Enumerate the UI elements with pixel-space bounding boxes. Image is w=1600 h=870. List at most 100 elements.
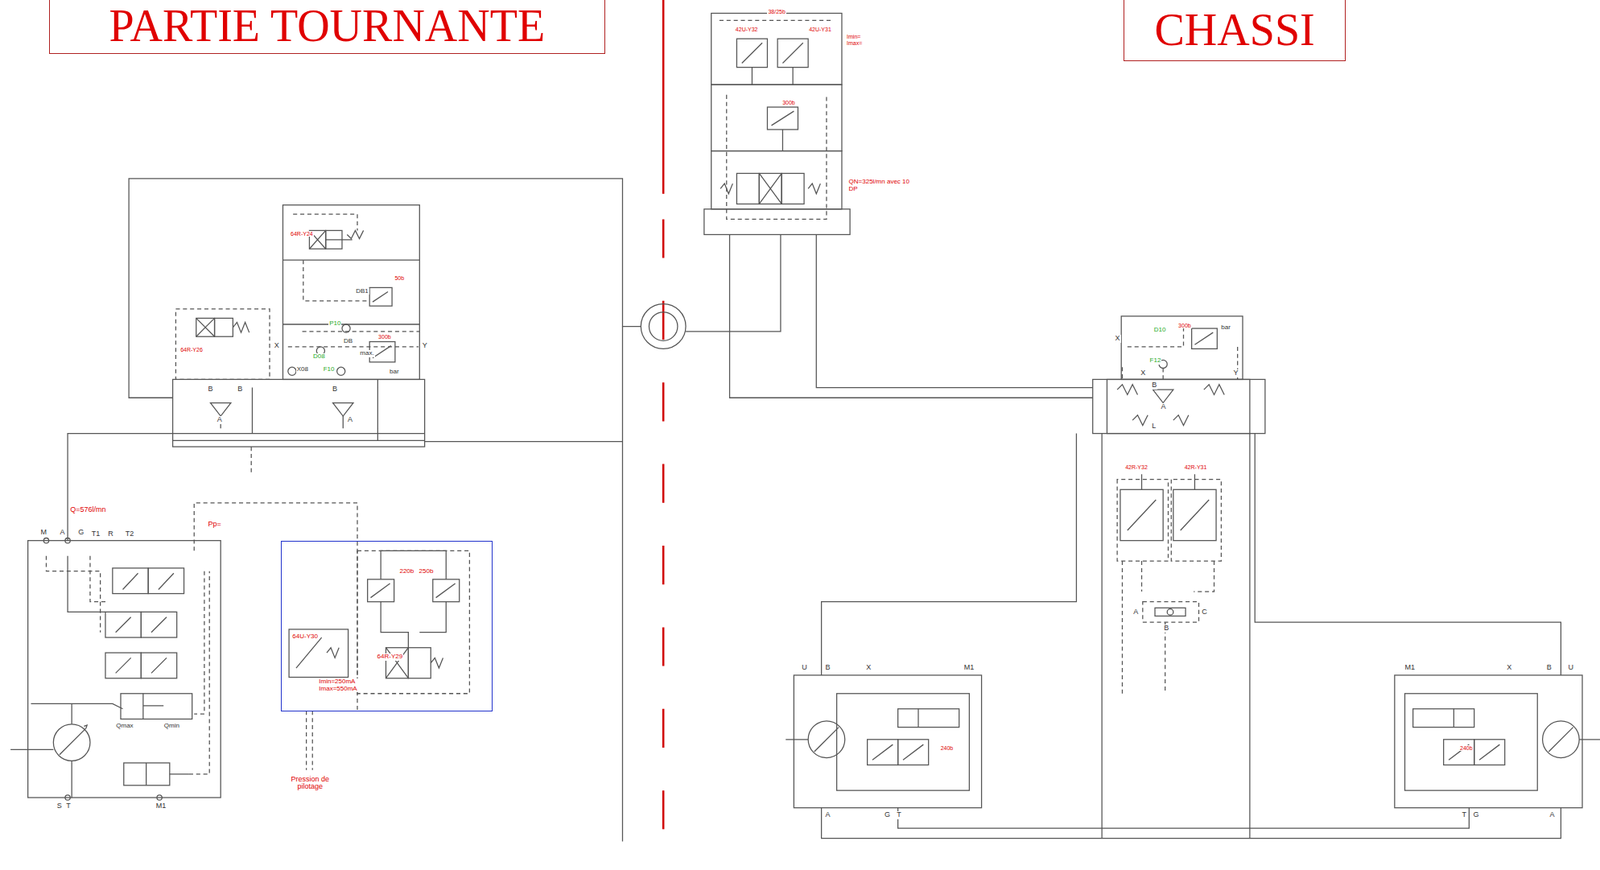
component-callout: QN=325l/mn avec 10 DP bbox=[848, 178, 912, 194]
port-name: R bbox=[107, 530, 115, 539]
component-callout: 38/25b bbox=[767, 8, 786, 16]
schematic-line bbox=[370, 583, 390, 598]
schematic-line bbox=[711, 84, 842, 151]
port-name: Qmax bbox=[115, 722, 134, 730]
schematic-line bbox=[1413, 709, 1475, 728]
schematic-line bbox=[65, 795, 71, 800]
schematic-line bbox=[367, 579, 395, 603]
port-name: X bbox=[273, 342, 281, 351]
schematic-line bbox=[380, 550, 446, 648]
schematic-line bbox=[342, 324, 351, 333]
schematic-line bbox=[30, 703, 123, 798]
schematic-line bbox=[408, 647, 431, 679]
schematic-line bbox=[288, 629, 349, 678]
schematic-line bbox=[821, 433, 1077, 676]
component-callout: 300b bbox=[781, 99, 796, 107]
schematic-line bbox=[662, 218, 665, 870]
component-callout: 42U-Y32 bbox=[734, 26, 759, 33]
schematic-line bbox=[10, 725, 87, 755]
schematic-line bbox=[115, 573, 174, 673]
schematic-line bbox=[337, 367, 346, 376]
rotating-part bbox=[10, 178, 686, 842]
schematic-line bbox=[898, 808, 1470, 829]
schematic-line bbox=[1448, 744, 1500, 760]
schematic-line bbox=[711, 12, 842, 85]
component-callout: Pp= bbox=[206, 520, 222, 529]
schematic-line bbox=[1121, 560, 1214, 694]
component-callout: 50b bbox=[393, 275, 405, 282]
port-name: X08 bbox=[296, 366, 310, 374]
valve-label: Imin=250mA Imax=550mA bbox=[317, 678, 361, 693]
schematic-line bbox=[432, 579, 460, 603]
schematic-line bbox=[128, 178, 641, 398]
test-point-name: D10 bbox=[1153, 326, 1168, 335]
valve-group-box: 64U-Y30Imin=250mA Imax=550mA220b250b64R-… bbox=[280, 540, 494, 712]
schematic-line bbox=[821, 808, 1562, 839]
schematic-line bbox=[67, 556, 106, 613]
valve-label: 250b bbox=[418, 568, 435, 576]
schematic-line bbox=[436, 583, 456, 598]
component-callout: 240b bbox=[1459, 745, 1474, 752]
schematic-line bbox=[369, 287, 392, 306]
schematic-line bbox=[742, 42, 804, 85]
schematic-line bbox=[288, 367, 297, 376]
port-name: T bbox=[65, 802, 72, 811]
schematic-line bbox=[898, 709, 960, 728]
schematic-line bbox=[1121, 316, 1243, 380]
port-name: X bbox=[865, 663, 872, 673]
schematic-line bbox=[156, 795, 162, 800]
port-name: Qmin bbox=[163, 722, 181, 730]
port-name: G bbox=[1472, 811, 1481, 820]
schematic-line bbox=[648, 312, 677, 341]
schematic-line bbox=[65, 537, 71, 543]
port-name: B bbox=[1162, 624, 1170, 633]
port-name: A bbox=[1549, 811, 1556, 820]
schematic-line bbox=[372, 291, 388, 302]
schematic-line bbox=[288, 214, 420, 347]
test-point-name: F12 bbox=[1149, 357, 1163, 365]
schematic-line bbox=[771, 111, 795, 151]
component-callout: Pression de pilotage bbox=[279, 775, 341, 792]
port-name: DB1 bbox=[354, 288, 370, 296]
port-name: M bbox=[39, 528, 48, 537]
schematic-line bbox=[1117, 479, 1221, 561]
port-name: T1 bbox=[90, 530, 102, 539]
port-name: S bbox=[56, 802, 63, 811]
schematic-line bbox=[781, 173, 805, 204]
section-title: CHASSI bbox=[1154, 7, 1316, 53]
schematic-line bbox=[309, 230, 343, 249]
schematic-line bbox=[357, 550, 470, 693]
schematic-line bbox=[872, 744, 924, 760]
port-name: X bbox=[1114, 334, 1122, 343]
schematic-line bbox=[424, 441, 623, 442]
schematic-line bbox=[1548, 727, 1600, 752]
port-name: L bbox=[1150, 422, 1157, 431]
schematic-line bbox=[816, 234, 1093, 388]
component-callout: 300b bbox=[1177, 322, 1192, 330]
port-name: B bbox=[1546, 663, 1553, 673]
schematic-line bbox=[385, 647, 443, 679]
schematic-line bbox=[1101, 433, 1250, 839]
port-name: X bbox=[1139, 369, 1147, 378]
port-name: bar bbox=[388, 368, 400, 376]
schematic-line bbox=[1106, 379, 1250, 433]
schematic-line bbox=[282, 205, 420, 380]
port-name: A bbox=[1160, 403, 1168, 412]
schematic-line bbox=[720, 173, 821, 204]
schematic-line bbox=[173, 379, 425, 447]
component-callout: 240b bbox=[940, 745, 955, 752]
component-callout: 300b bbox=[377, 334, 392, 341]
test-point-name: P10 bbox=[328, 320, 342, 328]
port-name: U bbox=[1567, 663, 1575, 673]
component-callout: Q=576l/mn bbox=[69, 506, 107, 515]
port-name: A bbox=[216, 416, 223, 425]
port-name: C bbox=[1200, 608, 1209, 617]
port-name: A bbox=[346, 416, 354, 425]
port-name: B bbox=[206, 385, 214, 394]
schematic-line bbox=[1405, 693, 1539, 791]
schematic-line bbox=[622, 326, 623, 842]
port-name: M1 bbox=[1404, 663, 1417, 673]
schematic-line bbox=[1121, 326, 1238, 380]
